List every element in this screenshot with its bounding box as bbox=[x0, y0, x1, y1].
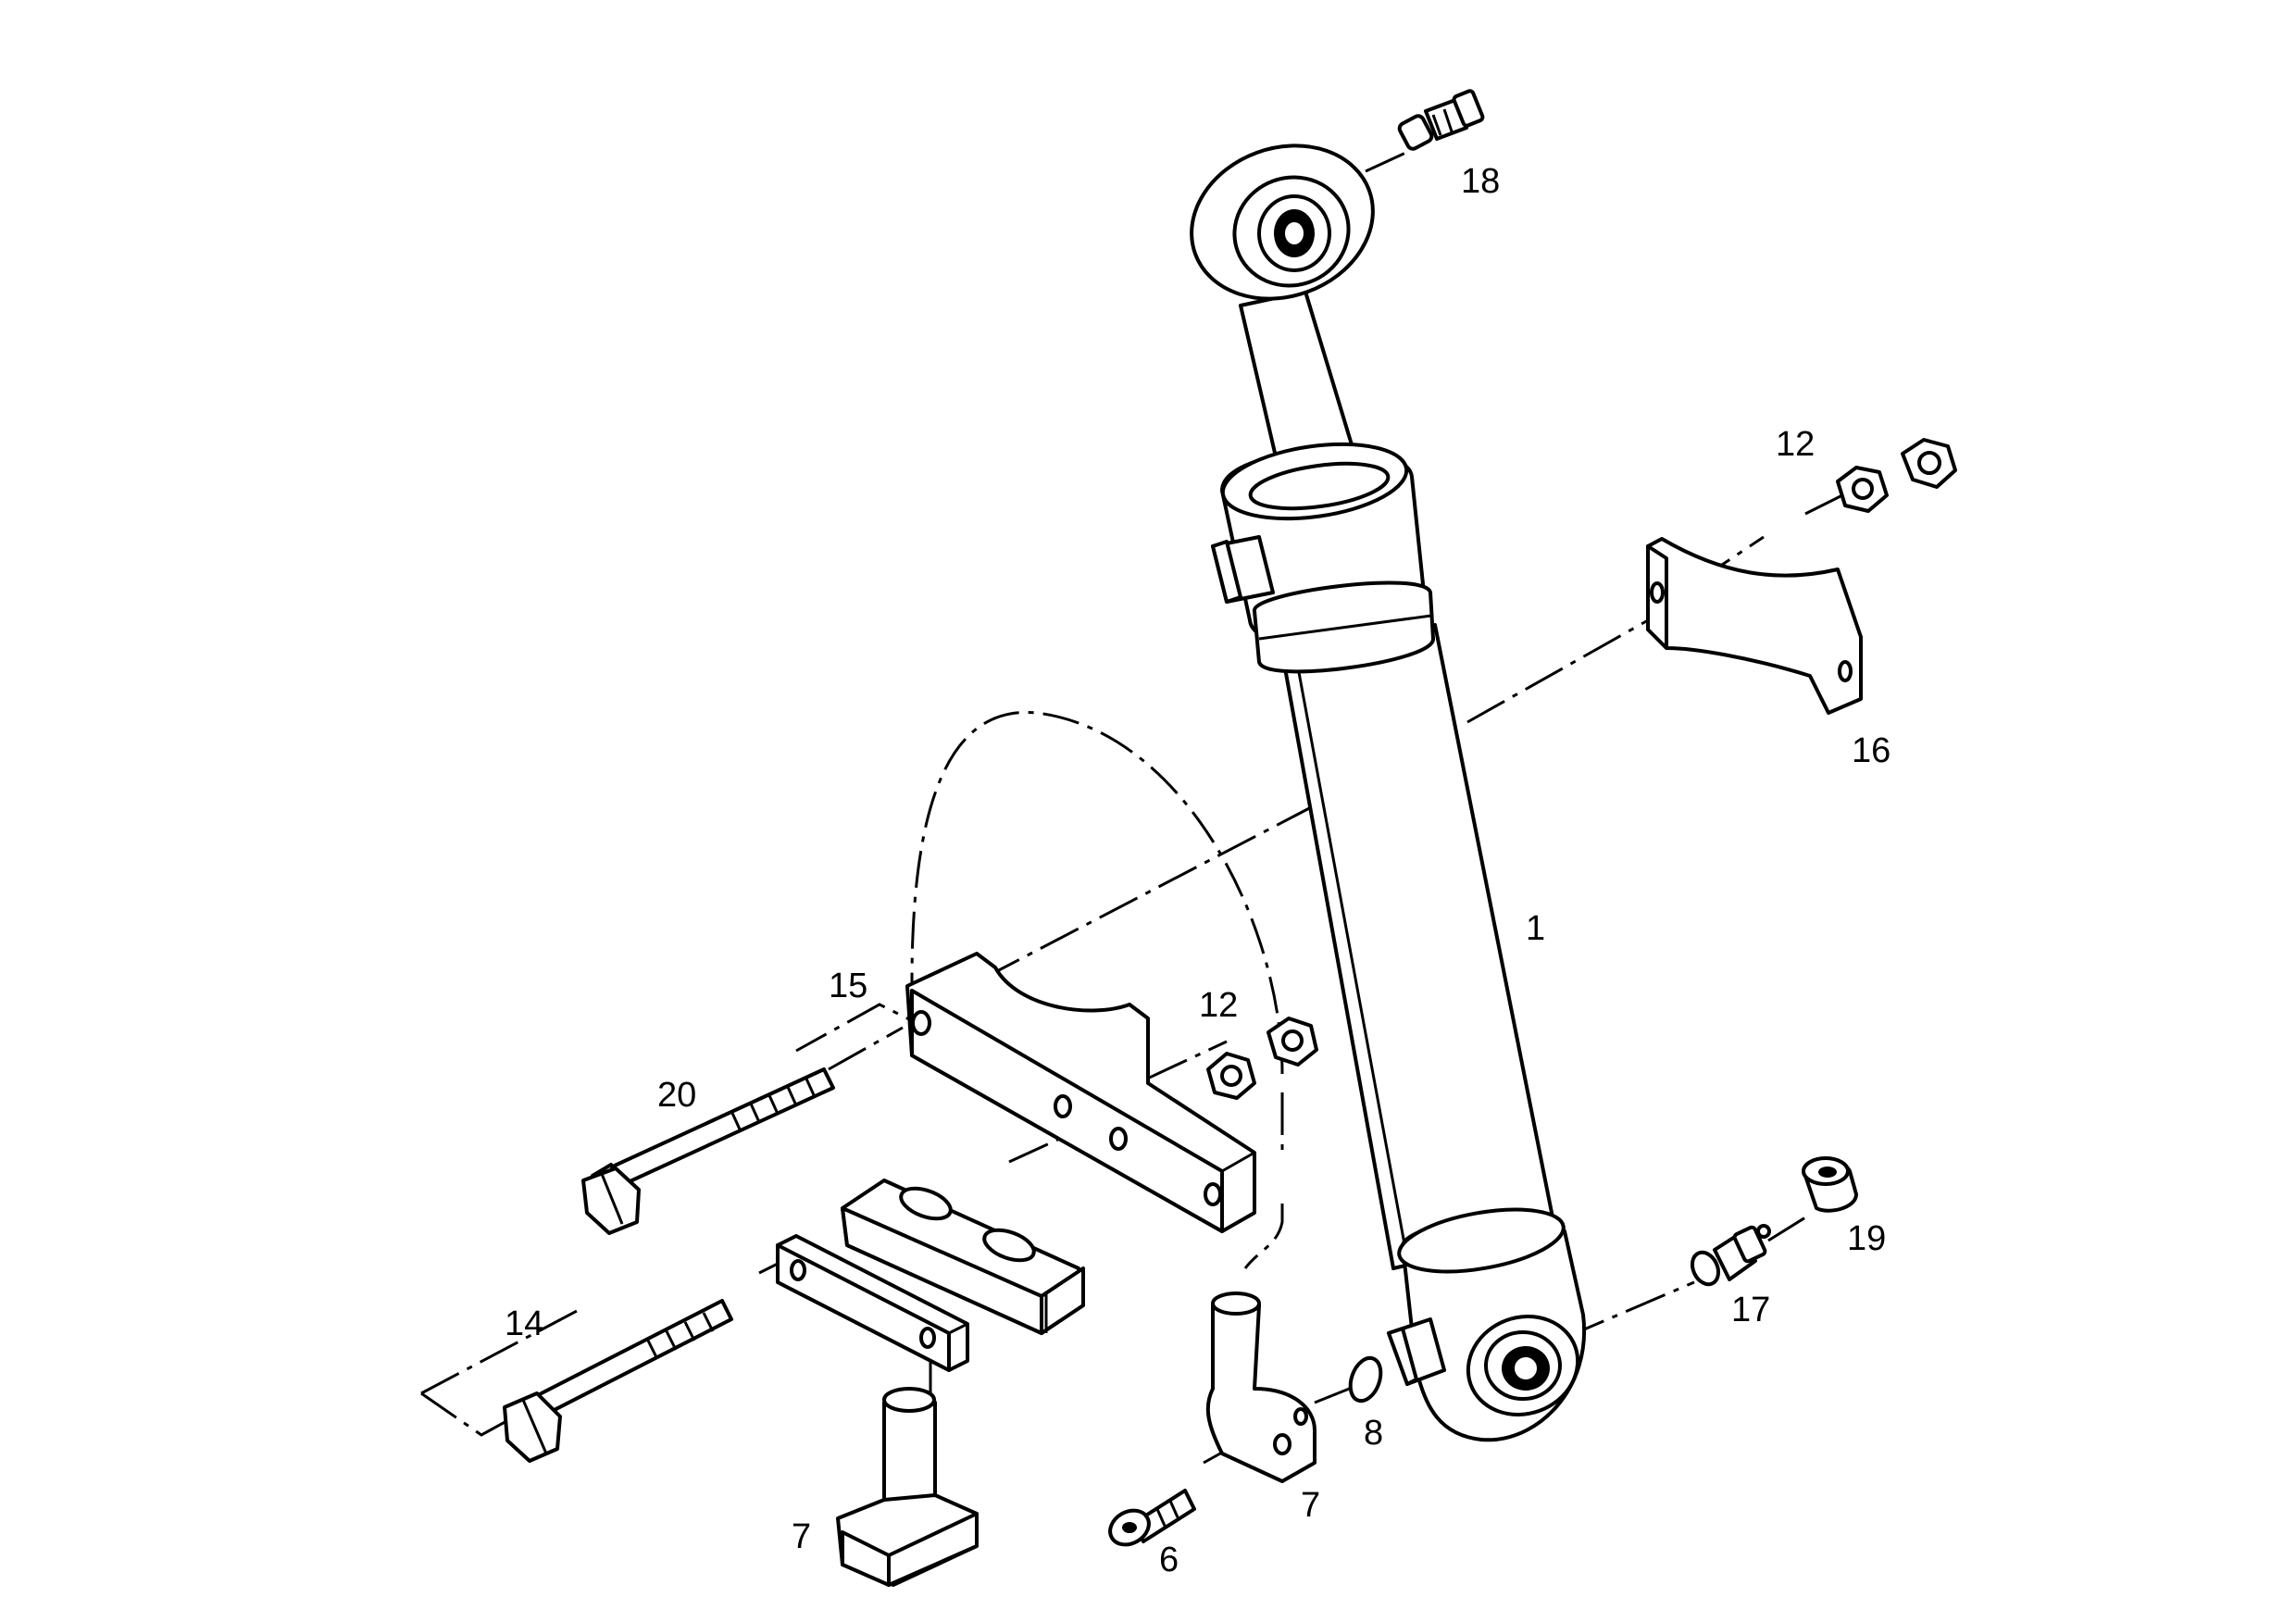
fitting-17 bbox=[1690, 1224, 1771, 1287]
leader-lines bbox=[420, 142, 1843, 1465]
callout-20: 20 bbox=[657, 1076, 696, 1115]
screw-6 bbox=[1108, 1489, 1196, 1547]
split-clamp-block bbox=[841, 1179, 1085, 1335]
callout-1: 1 bbox=[1526, 909, 1545, 948]
callout-12-lower: 12 bbox=[1199, 986, 1238, 1025]
bolt-14 bbox=[503, 1299, 733, 1463]
nut-12-lower-pair bbox=[1206, 1017, 1318, 1100]
clamp-half-16 bbox=[1646, 537, 1863, 715]
callout-16: 16 bbox=[1852, 731, 1890, 770]
angle-post-7-right bbox=[1205, 1291, 1316, 1483]
callout-14: 14 bbox=[505, 1304, 543, 1343]
clamp-plate bbox=[776, 1234, 969, 1372]
callout-7-right: 7 bbox=[1301, 1486, 1320, 1525]
cap-19 bbox=[1802, 1156, 1858, 1213]
grease-fitting-18 bbox=[1397, 89, 1485, 151]
t-post-7-left bbox=[836, 1387, 979, 1587]
bolt-20 bbox=[581, 1067, 835, 1235]
callout-15: 15 bbox=[829, 967, 867, 1005]
clamp-bar-15 bbox=[905, 952, 1256, 1233]
callout-17: 17 bbox=[1731, 1291, 1770, 1329]
callout-labels: 1 6 7 7 8 12 12 14 15 16 17 18 19 20 bbox=[505, 162, 1890, 1579]
o-ring-8 bbox=[1348, 1355, 1383, 1404]
callout-8: 8 bbox=[1364, 1414, 1383, 1453]
nut-12-top-pair bbox=[1836, 438, 1957, 513]
callout-12-top: 12 bbox=[1776, 425, 1815, 464]
hydraulic-cylinder-1 bbox=[1190, 143, 1587, 1442]
callout-7-left: 7 bbox=[792, 1517, 811, 1556]
callout-19: 19 bbox=[1847, 1219, 1886, 1258]
callout-18: 18 bbox=[1461, 162, 1500, 201]
callout-6: 6 bbox=[1159, 1541, 1179, 1579]
